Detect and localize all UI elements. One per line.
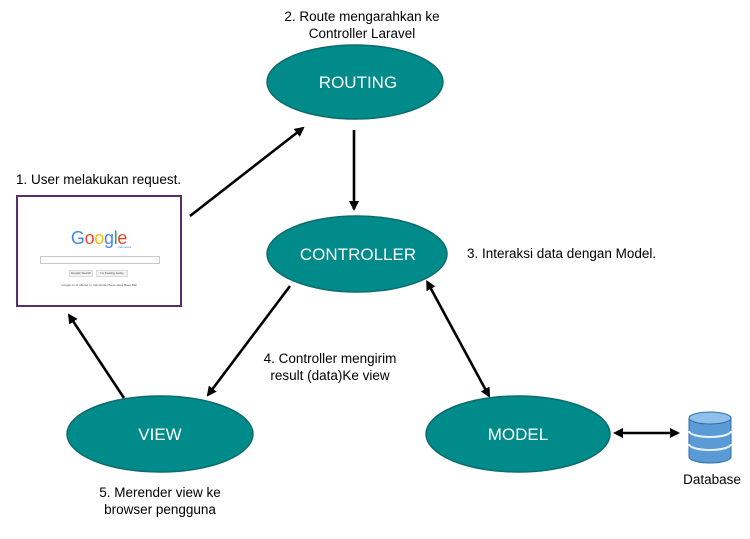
logo-letter: l (113, 228, 118, 248)
google-search-button[interactable]: Google Search (69, 270, 93, 277)
arrow-browser-to-routing (189, 126, 305, 218)
step5-caption-line2: browser pengguna (104, 502, 216, 517)
controller-node: CONTROLLER (266, 215, 448, 293)
logo-subtitle: Indonesia (118, 245, 132, 249)
step3-caption: 3. Interaksi data dengan Model. (467, 246, 656, 261)
arrow-view-to-browser (67, 313, 126, 399)
model-node: MODEL (425, 395, 611, 473)
search-input[interactable]: ⋮ (40, 256, 160, 264)
language-links[interactable]: Google.co.id offered in: Indonesian Basa… (61, 283, 137, 287)
browser-screenshot: Google Indonesia ⋮ Google Search I'm Fee… (16, 195, 182, 307)
arrow-controller-to-view (206, 285, 292, 397)
step4-caption-line2: result (data)Ke view (270, 368, 390, 383)
step2-caption-line1: 2. Route mengarahkan ke (284, 9, 439, 24)
view-node: VIEW (66, 395, 254, 473)
step4-caption-line1: 4. Controller mengirim (264, 351, 397, 366)
google-logo: Google (18, 228, 180, 249)
database-icon (688, 411, 732, 464)
routing-label: ROUTING (319, 73, 397, 92)
step1-caption: 1. User melakukan request. (16, 172, 181, 187)
logo-letter: e (117, 228, 128, 248)
step5-caption-line1: 5. Merender view ke (99, 485, 221, 500)
view-label: VIEW (138, 425, 181, 444)
logo-letter: G (70, 228, 85, 248)
logo-letter: o (84, 228, 95, 248)
model-label: MODEL (488, 425, 548, 444)
controller-label: CONTROLLER (300, 245, 416, 264)
mic-icon[interactable]: ⋮ (154, 257, 158, 262)
database-label: Database (683, 472, 741, 487)
logo-letter: g (104, 228, 114, 248)
feeling-lucky-button[interactable]: I'm Feeling Lucky (96, 270, 128, 277)
arrow-controller-model (426, 279, 491, 398)
routing-node: ROUTING (266, 44, 444, 120)
step2-caption-line2: Controller Laravel (309, 26, 416, 41)
logo-letter: o (94, 228, 104, 248)
